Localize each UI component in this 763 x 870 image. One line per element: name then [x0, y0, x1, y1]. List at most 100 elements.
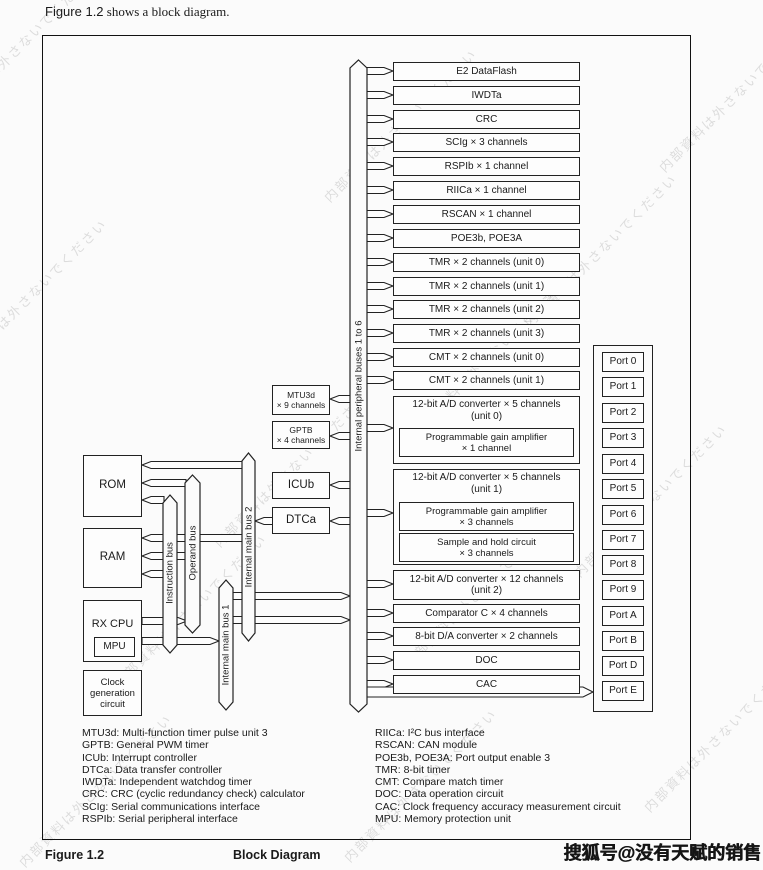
block-adc-unit2: 12-bit A/D converter × 12 channels (unit… — [393, 570, 580, 600]
block-iwdta: IWDTa — [393, 86, 580, 105]
bus-internal-peripheral — [349, 59, 368, 713]
pga-unit1-label: Programmable gain amplifier — [425, 505, 548, 517]
block-comparator: Comparator C × 4 channels — [393, 604, 580, 623]
bus-operand — [184, 474, 201, 634]
block-adc-unit1: 12-bit A/D converter × 5 channels (unit … — [393, 469, 580, 565]
bus-label-main1: Internal main bus 1 — [220, 604, 232, 686]
block-dac: 8-bit D/A converter × 2 channels — [393, 627, 580, 646]
port-7: Port 7 — [602, 530, 644, 550]
port-8: Port 8 — [602, 555, 644, 575]
watermark-sohu: 搜狐号@没有天赋的销售 — [563, 843, 761, 863]
rx-cpu-label: RX CPU — [91, 618, 134, 630]
intro-sentence: Figure 1.2 shows a block diagram. — [45, 4, 230, 20]
figure-frame — [42, 35, 691, 840]
block-cac: CAC — [393, 675, 580, 694]
legend-item: ICUb: Interrupt controller — [82, 751, 197, 764]
block-poe3: POE3b, POE3A — [393, 229, 580, 248]
legend-item: DTCa: Data transfer controller — [82, 763, 223, 776]
port-6: Port 6 — [602, 505, 644, 525]
legend-item: RSPIb: Serial peripheral interface — [82, 813, 238, 826]
block-crc: CRC — [393, 110, 580, 129]
gptb-channels: × 4 channels — [276, 435, 326, 445]
legend-item: MPU: Memory protection unit — [375, 813, 511, 826]
legend-item: DOC: Data operation circuit — [375, 788, 504, 801]
adc-unit1-unit: (unit 1) — [470, 483, 503, 495]
bus-shapes — [162, 59, 368, 713]
block-doc: DOC — [393, 651, 580, 670]
block-sample-hold: Sample and hold circuit × 3 channels — [399, 533, 574, 562]
bus-internal-main-2 — [241, 452, 256, 642]
bus-instruction — [162, 494, 178, 654]
block-adc-unit0: 12-bit A/D converter × 5 channels (unit … — [393, 396, 580, 464]
block-tmr-unit1: TMR × 2 channels (unit 1) — [393, 277, 580, 296]
block-mtu3d: MTU3d × 9 channels — [272, 385, 330, 415]
block-mpu: MPU — [94, 637, 135, 657]
gptb-label: GPTB — [289, 425, 313, 435]
intro-figure-ref: Figure 1.2 — [45, 4, 104, 19]
legend-item: RSCAN: CAN module — [375, 739, 478, 752]
port-9: Port 9 — [602, 580, 644, 600]
port-5: Port 5 — [602, 479, 644, 499]
bus-label-instruction: Instruction bus — [164, 542, 176, 604]
legend-item: CRC: CRC (cyclic redundancy check) calcu… — [82, 788, 305, 801]
block-clock-generation: Clock generation circuit — [83, 670, 142, 716]
block-pga-unit1: Programmable gain amplifier × 3 channels — [399, 502, 574, 531]
mtu3d-label: MTU3d — [287, 390, 315, 400]
block-tmr-unit2: TMR × 2 channels (unit 2) — [393, 300, 580, 319]
block-dtca: DTCa — [272, 507, 330, 534]
block-rscan: RSCAN × 1 channel — [393, 205, 580, 224]
legend-item: CAC: Clock frequency accuracy measuremen… — [375, 800, 621, 813]
bus-label-operand: Operand bus — [187, 525, 199, 581]
legend-item: IWDTa: Independent watchdog timer — [82, 776, 252, 789]
intro-text: shows a block diagram. — [103, 4, 230, 19]
block-cmt-unit0: CMT × 2 channels (unit 0) — [393, 348, 580, 367]
legend-left-column: MTU3d: Multi-function timer pulse unit 3… — [82, 727, 305, 825]
port-b: Port B — [602, 631, 644, 651]
figure-caption-title: Block Diagram — [233, 848, 321, 862]
block-pga-unit0: Programmable gain amplifier × 1 channel — [399, 428, 574, 457]
legend-item: GPTB: General PWM timer — [82, 739, 209, 752]
port-4: Port 4 — [602, 454, 644, 474]
mtu3d-channels: × 9 channels — [276, 400, 326, 410]
adc-unit2-unit: (unit 2) — [470, 585, 503, 596]
port-e: Port E — [602, 681, 644, 701]
block-rspib: RSPIb × 1 channel — [393, 157, 580, 176]
bus-label-peripheral: Internal peripheral buses 1 to 6 — [353, 320, 365, 452]
adc-unit0-unit: (unit 0) — [470, 410, 503, 422]
block-ram: RAM — [83, 528, 142, 588]
block-riica: RIICa × 1 channel — [393, 181, 580, 200]
figure-caption-label: Figure 1.2 — [45, 848, 105, 862]
block-gptb: GPTB × 4 channels — [272, 421, 330, 449]
block-cmt-unit1: CMT × 2 channels (unit 1) — [393, 371, 580, 390]
block-icub: ICUb — [272, 472, 330, 499]
legend-item: MTU3d: Multi-function timer pulse unit 3 — [82, 727, 268, 739]
port-a: Port A — [602, 606, 644, 626]
legend-right-column: RIICa: I²C bus interface RSCAN: CAN modu… — [375, 727, 621, 825]
bus-label-main2: Internal main bus 2 — [243, 506, 255, 588]
legend-item: POE3b, POE3A: Port output enable 3 — [375, 751, 551, 764]
port-3: Port 3 — [602, 428, 644, 448]
adc-unit2-title: 12-bit A/D converter × 12 channels — [409, 573, 564, 585]
adc-unit1-title: 12-bit A/D converter × 5 channels — [412, 472, 561, 483]
block-scig: SCIg × 3 channels — [393, 133, 580, 152]
port-0: Port 0 — [602, 352, 644, 372]
legend-item: TMR: 8-bit timer — [375, 763, 451, 776]
adc-unit0-title: 12-bit A/D converter × 5 channels — [412, 399, 561, 410]
port-2: Port 2 — [602, 403, 644, 423]
sample-hold-channels: × 3 channels — [459, 547, 514, 559]
pga-unit0-label: Programmable gain amplifier — [425, 431, 548, 443]
block-tmr-unit0: TMR × 2 channels (unit 0) — [393, 253, 580, 272]
legend-item: RIICa: I²C bus interface — [375, 727, 485, 739]
block-rx-cpu: RX CPU MPU — [83, 600, 142, 662]
block-rom: ROM — [83, 455, 142, 517]
legend-item: CMT: Compare match timer — [375, 776, 504, 789]
pga-unit1-channels: × 3 channels — [459, 516, 514, 528]
port-d: Port D — [602, 656, 644, 676]
legend-item: SCIg: Serial communications interface — [82, 800, 260, 813]
port-1: Port 1 — [602, 377, 644, 397]
bus-internal-main-1 — [218, 579, 234, 711]
block-e2-dataflash: E2 DataFlash — [393, 62, 580, 81]
sample-hold-label: Sample and hold circuit — [437, 536, 536, 548]
